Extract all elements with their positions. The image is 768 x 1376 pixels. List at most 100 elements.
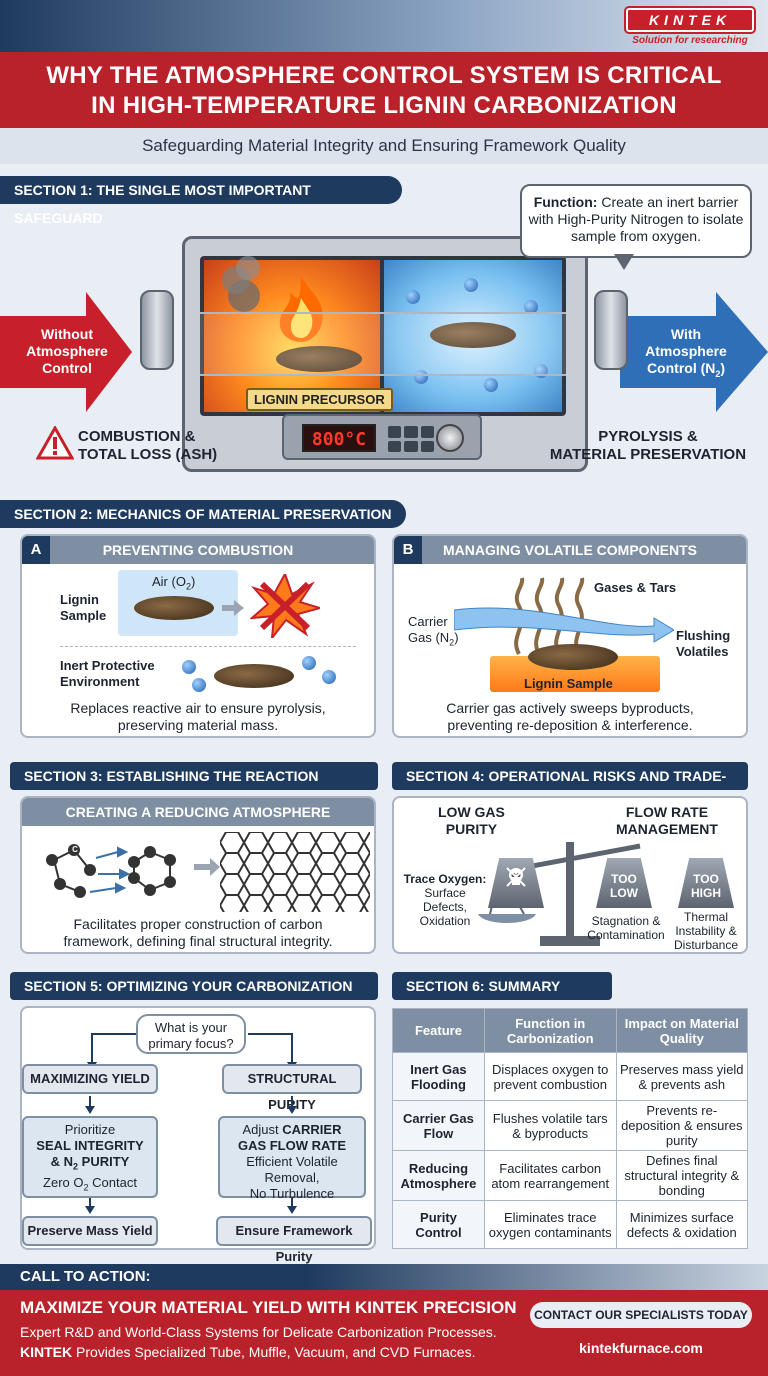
temperature-knob[interactable] bbox=[436, 424, 464, 452]
section-6-label: SECTION 6: SUMMARY TABLE bbox=[392, 972, 612, 1022]
section-1-label: SECTION 1: THE SINGLE MOST IMPORTANT SAF… bbox=[0, 176, 402, 226]
temperature-display: 800°C bbox=[302, 424, 376, 452]
panel-b-letter: B bbox=[394, 536, 422, 564]
function-callout: Function: Create an inert barrier with H… bbox=[520, 184, 752, 258]
arrow-down-icon bbox=[85, 1198, 95, 1214]
section-2-label: SECTION 2: MECHANICS OF MATERIAL PRESERV… bbox=[0, 500, 406, 528]
panel-a-title: PREVENTING COMBUSTION bbox=[22, 536, 374, 564]
panel-reducing-atmosphere: CREATING A REDUCING ATMOSPHERE C Facilit… bbox=[20, 796, 376, 954]
call-to-action-label: CALL TO ACTION: bbox=[0, 1264, 768, 1290]
logo-wordmark: KINTEK bbox=[626, 8, 754, 32]
title-line-2: IN HIGH-TEMPERATURE LIGNIN CARBONIZATION bbox=[91, 92, 677, 119]
page-title: WHY THE ATMOSPHERE CONTROL SYSTEM IS CRI… bbox=[0, 52, 768, 128]
nitrogen-molecule-icon bbox=[524, 300, 538, 314]
summary-table: Feature Function in Carbonization Impact… bbox=[392, 1008, 749, 1249]
maximizing-yield-option[interactable]: MAXIMIZING YIELD bbox=[22, 1064, 158, 1094]
col-header-function: Function in Carbonization bbox=[483, 1008, 617, 1053]
kintek-logo[interactable]: KINTEK Solution for researching bbox=[626, 8, 754, 46]
left-tube-flange bbox=[140, 290, 174, 370]
nitrogen-molecule-icon bbox=[406, 290, 420, 304]
furnace-chamber: LIGNIN PRECURSOR bbox=[200, 256, 566, 416]
title-line-1: WHY THE ATMOSPHERE CONTROL SYSTEM IS CRI… bbox=[46, 62, 722, 89]
furnace-control-panel: 800°C bbox=[282, 414, 482, 460]
graphitic-lattice-icon bbox=[220, 832, 370, 912]
arrow-down-icon bbox=[287, 1096, 297, 1114]
table-row: Reducing Atmosphere Facilitates carbon a… bbox=[392, 1150, 749, 1201]
carrier-gas-label: Carrier Gas (N2) bbox=[408, 614, 459, 648]
carrier-gas-flow-arrow bbox=[454, 607, 674, 643]
call-to-action-band: MAXIMIZE YOUR MATERIAL YIELD WITH KINTEK… bbox=[0, 1290, 768, 1376]
panel-a-letter: A bbox=[22, 536, 50, 564]
page-subtitle: Safeguarding Material Integrity and Ensu… bbox=[0, 128, 768, 164]
with-control-label: With Atmosphere Control (N2) bbox=[645, 326, 727, 379]
too-low-result: Stagnation &Contamination bbox=[587, 914, 665, 942]
panel-b-title: MANAGING VOLATILE COMPONENTS bbox=[394, 536, 746, 564]
nitrogen-zone bbox=[384, 260, 562, 412]
table-row: Inert Gas Flooding Displaces oxygen to p… bbox=[392, 1052, 749, 1101]
carbon-atom-label: C bbox=[72, 845, 78, 854]
panel-b-description: Carrier gas actively sweeps byproducts,p… bbox=[446, 700, 694, 733]
pyrolysis-result: PYROLYSIS & MATERIAL PRESERVATION bbox=[549, 428, 747, 463]
website-link[interactable]: kintekfurnace.com bbox=[579, 1340, 703, 1356]
skull-icon bbox=[506, 867, 526, 887]
without-control-label: Without Atmosphere Control bbox=[26, 326, 108, 376]
col-header-feature: Feature bbox=[392, 1008, 485, 1053]
arrow-right-icon bbox=[222, 600, 244, 616]
combustion-result: COMBUSTION & TOTAL LOSS (ASH) bbox=[36, 424, 236, 468]
cta-line-1: Expert R&D and World-Class Systems for D… bbox=[20, 1324, 497, 1340]
panel-3-description: Facilitates proper construction of carbo… bbox=[63, 916, 333, 949]
volatile-gases-icon bbox=[514, 577, 585, 655]
tube-furnace: LIGNIN PRECURSOR 800°C bbox=[182, 236, 588, 476]
col-header-impact: Impact on Material Quality bbox=[615, 1008, 749, 1053]
table-header-row: Feature Function in Carbonization Impact… bbox=[392, 1008, 749, 1053]
right-tube-flange bbox=[594, 290, 628, 370]
explosion-icon bbox=[250, 574, 320, 638]
cta-line-2: KINTEK Provides Specialized Tube, Muffle… bbox=[20, 1344, 476, 1360]
lignin-sample-a bbox=[134, 596, 214, 620]
quartz-tube bbox=[200, 312, 566, 376]
cta-title: MAXIMIZE YOUR MATERIAL YIELD WITH KINTEK… bbox=[20, 1298, 517, 1317]
arrow-down-icon bbox=[85, 1096, 95, 1114]
lignin-sample-b bbox=[528, 644, 618, 670]
preserved-lignin-sample bbox=[430, 322, 516, 348]
precursor-label: LIGNIN PRECURSOR bbox=[246, 388, 393, 411]
section-4-label: SECTION 4: OPERATIONAL RISKS AND TRADE-O… bbox=[392, 762, 748, 812]
nitrogen-molecule-icon bbox=[192, 678, 206, 692]
purity-recommendation: Adjust CARRIER GAS FLOW RATE Efficient V… bbox=[218, 1116, 366, 1201]
lignin-sample-b-label: Lignin Sample bbox=[524, 676, 613, 691]
lignin-sample-inert bbox=[214, 664, 294, 688]
preserve-mass-yield-result: Preserve Mass Yield bbox=[22, 1216, 158, 1246]
combustion-zone bbox=[204, 256, 380, 412]
contact-specialists-button[interactable]: CONTACT OUR SPECIALISTS TODAY bbox=[530, 1302, 752, 1328]
logo-tagline: Solution for researching bbox=[632, 35, 748, 46]
nitrogen-molecule-icon bbox=[414, 370, 428, 384]
warning-icon bbox=[36, 426, 74, 460]
panel-3-title: CREATING A REDUCING ATMOSPHERE bbox=[22, 798, 374, 826]
panel-managing-volatiles: MANAGING VOLATILE COMPONENTS B Gases & T… bbox=[392, 534, 748, 738]
nitrogen-molecule-icon bbox=[464, 278, 478, 292]
arrow-right-icon bbox=[194, 858, 220, 876]
air-label: Air (O2) bbox=[152, 574, 196, 592]
yield-recommendation: Prioritize SEAL INTEGRITY & N2 PURITY Ze… bbox=[22, 1116, 158, 1198]
nitrogen-molecule-icon bbox=[302, 656, 316, 670]
control-buttons[interactable] bbox=[388, 426, 434, 452]
structural-purity-option[interactable]: STRUCTURAL PURITY bbox=[222, 1064, 362, 1112]
ensure-framework-purity-result: Ensure Framework Purity bbox=[216, 1216, 372, 1264]
carbon-atoms-rearrangement bbox=[53, 846, 171, 894]
nitrogen-molecule-icon bbox=[322, 670, 336, 684]
burning-lignin-sample bbox=[276, 346, 362, 372]
with-control-arrow bbox=[620, 292, 768, 412]
without-control-arrow bbox=[0, 292, 132, 412]
